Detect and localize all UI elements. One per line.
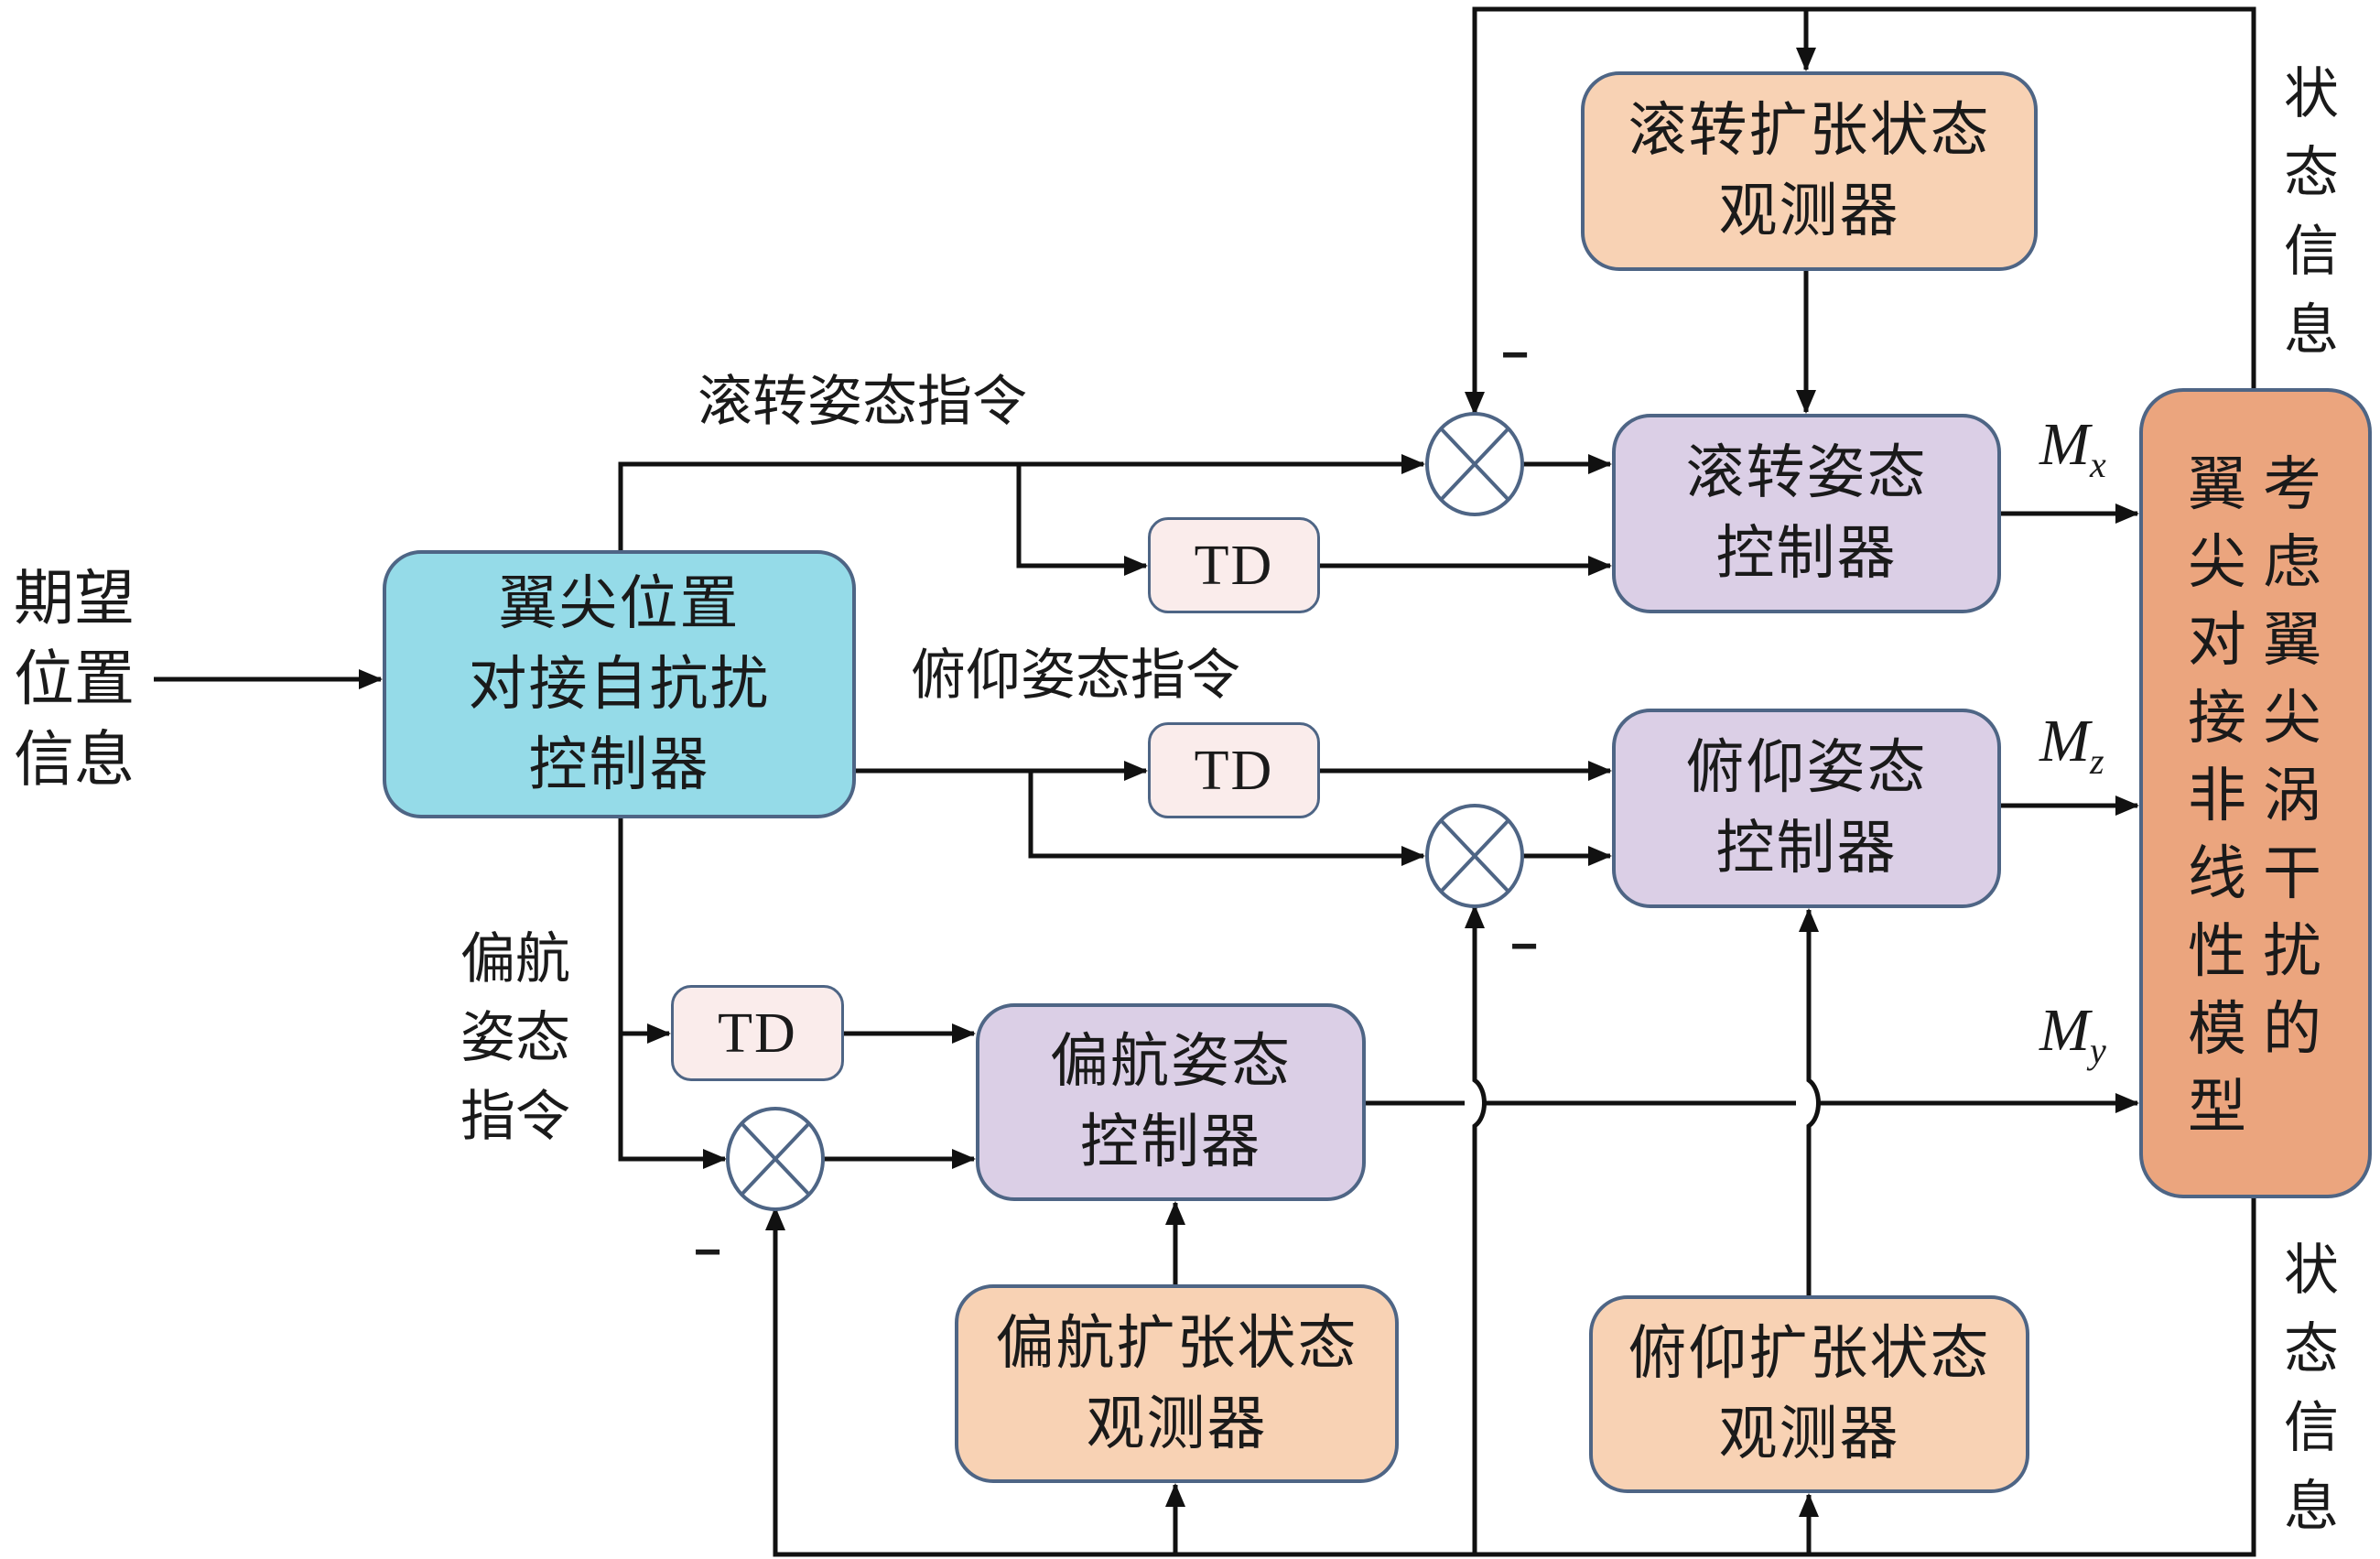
yaw-extended-state-observer: 偏航扩张状态 观测器: [955, 1284, 1399, 1483]
block-label-line: 偏航姿态: [1050, 1028, 1292, 1096]
bottom-feedback-wire: [765, 1198, 2256, 1557]
state-info-label-top: 状态信息: [2284, 62, 2339, 363]
block-label-line: 观测器: [1086, 1390, 1268, 1458]
block-label-line: 偏航扩张状态: [995, 1309, 1358, 1378]
signal-base: M: [2039, 708, 2090, 774]
pitch-td-block: TD: [1148, 722, 1320, 818]
input-label: 期望位置信息: [14, 563, 135, 795]
block-label-line: 观测器: [1718, 178, 1900, 245]
block-label-line: 滚转姿态: [1685, 439, 1928, 507]
pitch-observer-out-wire: [1799, 908, 1821, 1295]
signal-subscript: y: [2089, 1030, 2106, 1071]
top-feedback-wire: [1465, 6, 2256, 416]
block-label-line: 控制器: [1715, 815, 1898, 882]
pitch-minus-sign: −: [1510, 920, 1539, 973]
block-label-line: 观测器: [1718, 1401, 1900, 1468]
roll-extended-state-observer: 滚转扩张状态 观测器: [1581, 71, 2038, 271]
block-label-line: 控制器: [1715, 520, 1898, 588]
signal-base: M: [2039, 411, 2090, 478]
wingtip-position-adrc-controller: 翼尖位置 对接自抗扰 控制器: [383, 550, 856, 818]
block-label-line: 俯仰姿态: [1685, 734, 1928, 802]
signal-subscript: z: [2089, 741, 2104, 782]
pitch-sum-branch-wire: [1028, 771, 1425, 866]
block-label-line: 控制器: [1080, 1109, 1261, 1176]
pitch-command-label: 俯仰姿态指令: [911, 644, 1240, 708]
pitch-feedback-wire: [1465, 904, 1487, 1554]
block-label-line: 俯仰扩张状态: [1628, 1320, 1991, 1388]
roll-td-branch-wire: [1016, 464, 1148, 576]
yaw-td-block: TD: [671, 985, 844, 1081]
roll-command-label: 滚转姿态指令: [698, 370, 1027, 434]
mx-signal-label: Mx: [2039, 410, 2106, 486]
yaw-command-wire: [618, 818, 727, 1169]
pitch-extended-state-observer: 俯仰扩张状态 观测器: [1589, 1295, 2029, 1493]
yaw-minus-sign: −: [694, 1226, 722, 1279]
pitch-summing-junction: [1425, 804, 1524, 908]
yaw-attitude-controller: 偏航姿态 控制器: [976, 1003, 1366, 1201]
roll-minus-sign: −: [1501, 329, 1530, 382]
wingtip-docking-nonlinear-model: 翼尖对接非线性模型 考虑翼尖涡干扰的: [2139, 388, 2372, 1198]
block-label-line: 控制器: [528, 731, 710, 799]
roll-command-wire: [618, 454, 1425, 550]
yaw-command-label: 偏航姿态指令: [460, 927, 570, 1149]
signal-base: M: [2039, 997, 2090, 1064]
block-label-line: 翼尖位置: [498, 569, 741, 638]
block-label-line: 对接自抗扰: [468, 650, 771, 719]
state-info-label-bottom: 状态信息: [2284, 1239, 2339, 1539]
plant-label-column-right: 考虑翼尖涡干扰的: [2263, 451, 2323, 1064]
roll-summing-junction: [1425, 412, 1524, 516]
my-signal-label: My: [2039, 996, 2106, 1072]
mz-signal-label: Mz: [2039, 707, 2104, 783]
block-label-line: 滚转扩张状态: [1628, 97, 1991, 165]
roll-td-block: TD: [1148, 517, 1320, 613]
signal-subscript: x: [2089, 444, 2106, 485]
roll-attitude-controller: 滚转姿态 控制器: [1612, 414, 2001, 613]
plant-label-column-left: 翼尖对接非线性模型: [2188, 451, 2248, 1142]
pitch-attitude-controller: 俯仰姿态 控制器: [1612, 709, 2001, 908]
yaw-summing-junction: [726, 1107, 825, 1211]
